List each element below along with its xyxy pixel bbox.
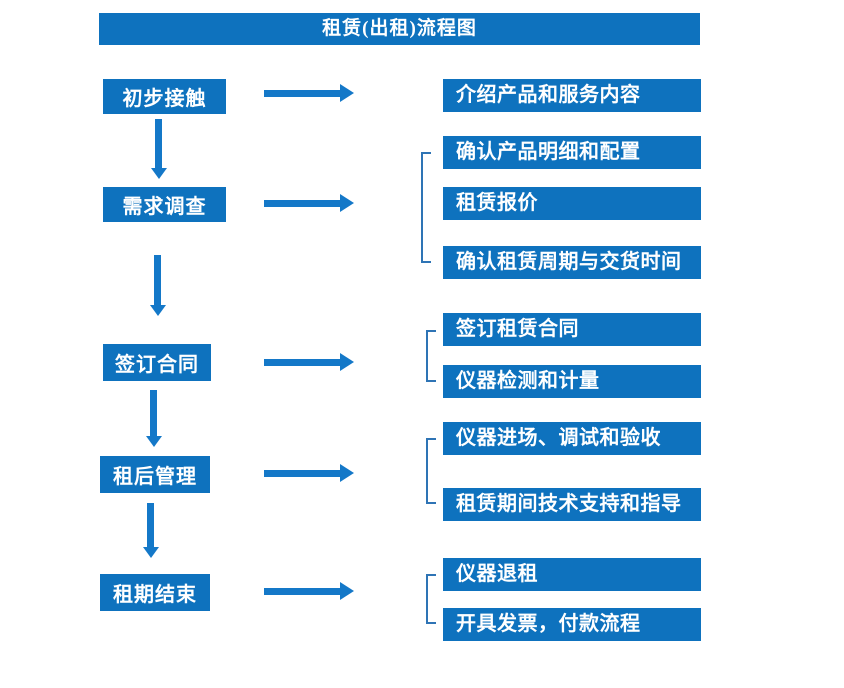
- detail-box-rental-quotation: 租赁报价: [443, 187, 701, 220]
- stage-box-post-rental-management: 租后管理: [100, 456, 210, 493]
- stage-box-demand-survey: 需求调查: [103, 187, 226, 222]
- group-bracket: [421, 152, 431, 263]
- detail-box-invoice-payment: 开具发票，付款流程: [443, 608, 701, 641]
- down-arrow-icon: [145, 390, 162, 447]
- right-arrow-icon: [264, 582, 354, 600]
- detail-box-instrument-testing: 仪器检测和计量: [443, 365, 701, 398]
- detail-box-instrument-return: 仪器退租: [443, 558, 701, 591]
- group-bracket: [426, 438, 436, 504]
- stage-box-initial-contact: 初步接触: [103, 79, 226, 114]
- right-arrow-icon: [264, 194, 354, 212]
- down-arrow-icon: [150, 119, 167, 179]
- right-arrow-icon: [264, 353, 354, 371]
- right-arrow-icon: [264, 464, 354, 482]
- detail-box-introduce-products: 介绍产品和服务内容: [443, 79, 701, 112]
- detail-box-technical-support: 租赁期间技术支持和指导: [443, 488, 701, 521]
- group-bracket: [426, 574, 436, 624]
- detail-box-confirm-product-details: 确认产品明细和配置: [443, 136, 701, 169]
- stage-box-sign-contract: 签订合同: [103, 344, 211, 381]
- detail-box-confirm-rental-period: 确认租赁周期与交货时间: [443, 246, 701, 279]
- group-bracket: [426, 330, 436, 382]
- down-arrow-icon: [149, 255, 166, 316]
- right-arrow-icon: [264, 84, 354, 102]
- down-arrow-icon: [142, 503, 159, 558]
- detail-box-sign-rental-contract: 签订租赁合同: [443, 313, 701, 346]
- flowchart-title: 租赁(出租)流程图: [99, 13, 700, 45]
- detail-box-instrument-setup-acceptance: 仪器进场、调试和验收: [443, 422, 701, 455]
- stage-box-rental-end: 租期结束: [100, 574, 210, 611]
